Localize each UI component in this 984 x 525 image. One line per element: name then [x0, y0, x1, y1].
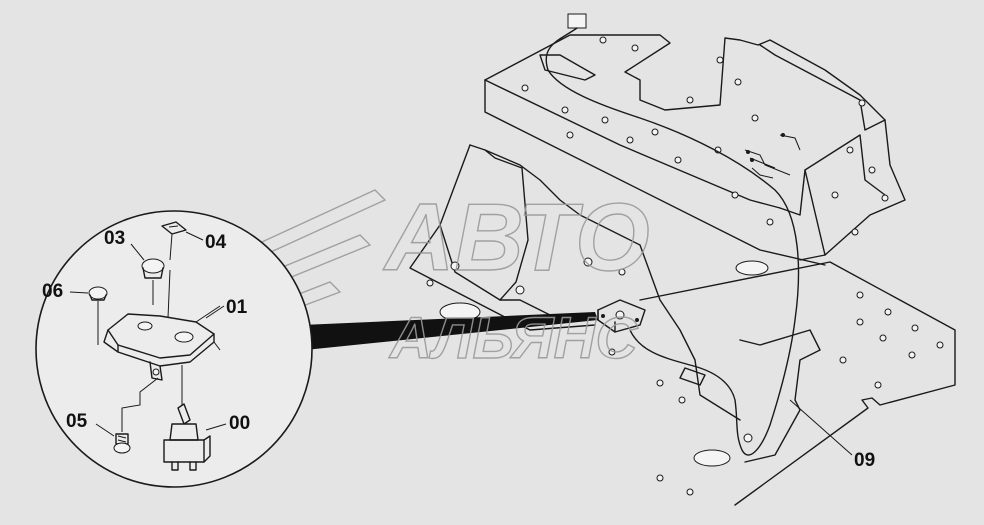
cap-part-03 [141, 258, 165, 305]
callout-03: 03 [104, 228, 125, 249]
watermark-line-1: АВТО [383, 184, 650, 291]
upper-frame [484, 34, 906, 266]
callout-labels: 03 04 06 01 05 00 09 [42, 228, 875, 471]
callout-00: 00 [229, 413, 250, 434]
screw-part-05 [113, 433, 131, 454]
toggle-switch-part-00 [163, 403, 211, 471]
callout-01: 01 [226, 297, 248, 318]
detail-callout-circle [35, 210, 313, 488]
callout-04: 04 [205, 232, 227, 253]
label-plate-part-04 [161, 221, 187, 319]
watermark-logo: АВТО АЛЬЯНС [188, 183, 650, 372]
callout-06: 06 [42, 281, 63, 302]
watermark-line-2: АЛЬЯНС [388, 306, 638, 371]
wire-harness [545, 13, 800, 456]
callout-09: 09 [854, 450, 875, 471]
callout-05: 05 [66, 411, 88, 432]
detail-pointer [302, 312, 598, 350]
floor-plate [639, 260, 956, 506]
leader-lines [69, 231, 853, 456]
nut-part-06 [88, 286, 108, 345]
bracket-part-01 [103, 305, 221, 381]
